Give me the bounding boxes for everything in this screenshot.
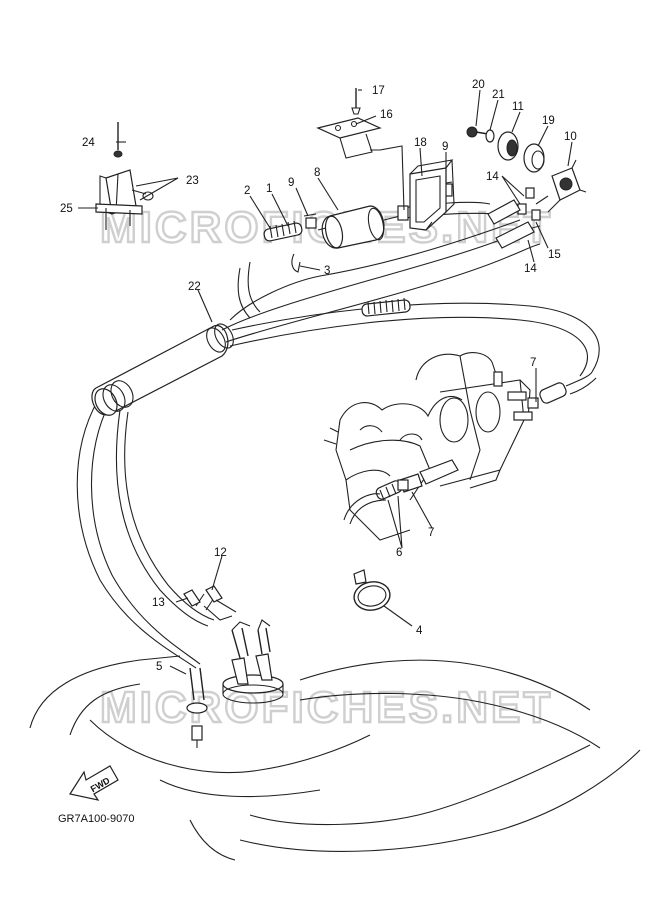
callout-15: 15 [548, 249, 561, 261]
spring-hose-1 [263, 220, 303, 242]
callout-25: 25 [60, 203, 73, 215]
drain-hose [186, 667, 208, 748]
callout-9-right: 9 [442, 141, 448, 153]
callout-21: 21 [492, 89, 505, 101]
band-25 [95, 203, 143, 230]
callout-11: 11 [512, 101, 524, 113]
clamp-9-left [303, 213, 317, 229]
hose-6-clamp-7 [343, 479, 409, 525]
callout-6: 6 [396, 547, 402, 559]
callout-9-left: 9 [288, 177, 294, 189]
spring-hose-middle [361, 297, 411, 317]
clip-3 [291, 253, 301, 273]
callout-17: 17 [372, 85, 385, 97]
knob-11 [497, 131, 519, 161]
carburetor-assembly [323, 352, 533, 541]
screw-20 [466, 126, 489, 138]
callout-1: 1 [266, 183, 272, 195]
callout-13: 13 [152, 597, 165, 609]
fuel-filter-8 [317, 205, 409, 249]
callout-24: 24 [82, 137, 95, 149]
fuel-pump-unit [222, 619, 284, 704]
screw-24 [113, 122, 123, 158]
callout-20: 20 [472, 79, 485, 91]
callout-14-top: 14 [486, 171, 499, 183]
callout-19: 19 [542, 115, 555, 127]
watermark-bottom: MICROFICHES.NET [100, 683, 553, 732]
callout-5: 5 [156, 661, 162, 673]
washer-21 [485, 129, 495, 143]
bracket-16 [316, 117, 405, 211]
callout-12: 12 [214, 547, 227, 559]
callout-18: 18 [414, 137, 427, 149]
diagram-code: GR7A100-9070 [58, 813, 134, 825]
fuel-tank [29, 655, 641, 861]
clamp-4 [353, 569, 391, 611]
bracket-18 [409, 159, 455, 231]
callout-4: 4 [416, 625, 423, 637]
hose-right-carb [527, 371, 597, 409]
fuel-cock-10 [535, 159, 587, 213]
callout-2: 2 [244, 185, 250, 197]
callout-22: 22 [188, 281, 201, 293]
callout-8: 8 [314, 167, 320, 179]
callout-23: 23 [186, 175, 199, 187]
callouts: 24 23 25 2 1 9 8 3 17 16 18 9 20 21 11 1… [60, 79, 577, 673]
callout-14-bottom: 14 [524, 263, 537, 275]
callout-7-bottom: 7 [428, 527, 434, 539]
hose-bundle [76, 219, 600, 669]
callout-16: 16 [380, 109, 393, 121]
seal-19 [523, 143, 545, 173]
leader-lines [78, 89, 573, 675]
clamps-14-15 [487, 187, 541, 249]
fwd-arrow: FWD [69, 765, 119, 801]
callout-10: 10 [564, 131, 577, 143]
screw-17 [351, 88, 361, 115]
callout-7-top: 7 [530, 357, 536, 369]
callout-3: 3 [324, 265, 330, 277]
